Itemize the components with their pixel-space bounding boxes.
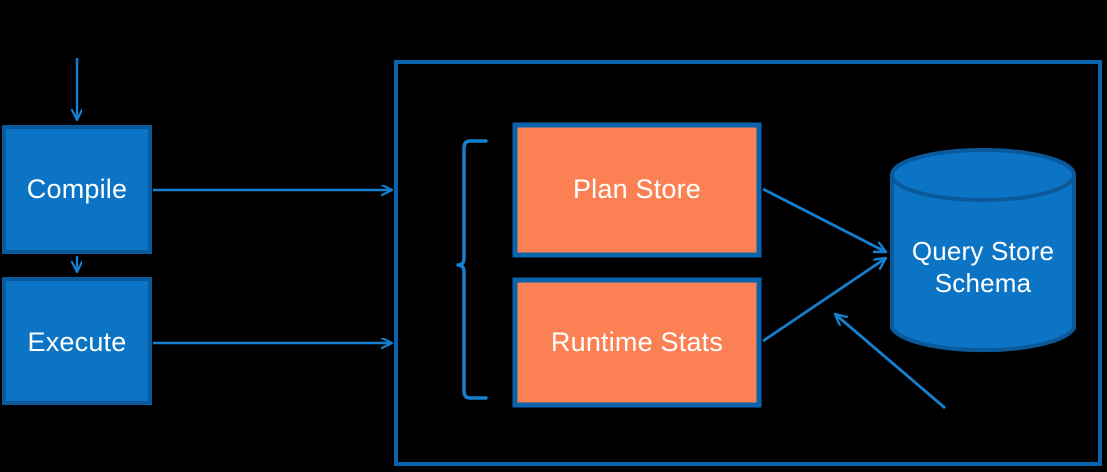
runtime-stats-box[interactable]: [512, 277, 762, 408]
arrow-external-to-schema: [835, 314, 946, 410]
execute-box[interactable]: [2, 277, 152, 405]
arrow-runtime-stats-to-schema: [762, 258, 886, 343]
plan-store-box[interactable]: [512, 122, 762, 258]
grouping-bracket: [456, 139, 488, 400]
query-store-container: [394, 60, 1102, 466]
query-store-schema-cylinder[interactable]: [890, 148, 1076, 353]
arrow-plan-store-to-schema: [762, 187, 886, 254]
compile-box[interactable]: [2, 125, 152, 254]
